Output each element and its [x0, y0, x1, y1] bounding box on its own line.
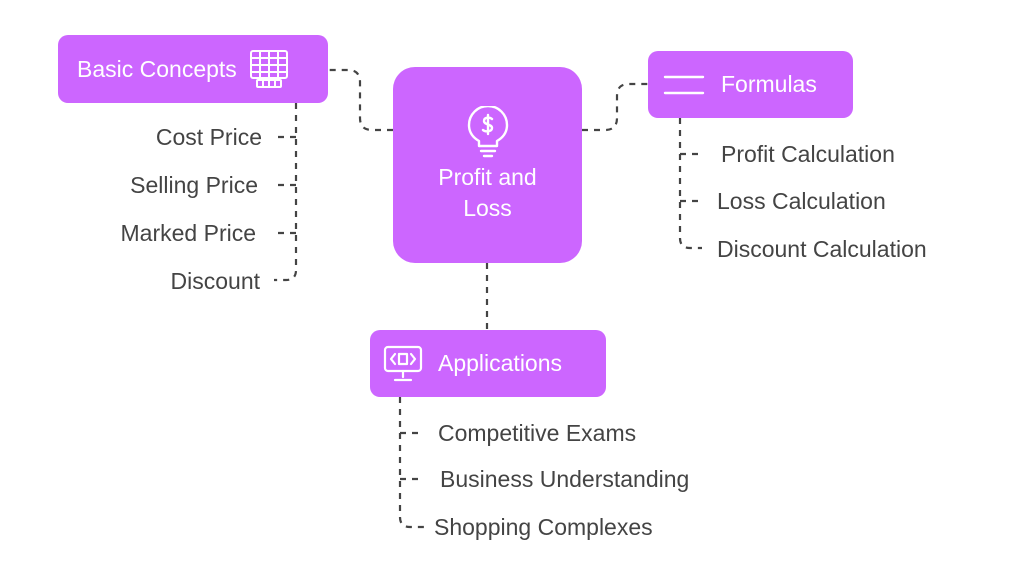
- dollar-lightbulb-icon: [463, 106, 513, 158]
- basic-concepts-node: Basic Concepts: [58, 35, 328, 103]
- applications-label: Applications: [438, 350, 563, 376]
- central-topic-node: Profit and Loss: [393, 67, 582, 263]
- leaf-marked-price: Marked Price: [120, 220, 256, 246]
- calculator-keypad-icon: [249, 49, 289, 89]
- leaf-selling-price: Selling Price: [130, 172, 258, 198]
- monitor-code-icon: [382, 344, 424, 384]
- applications-node: Applications: [370, 330, 606, 397]
- central-topic-label: Profit and Loss: [438, 164, 537, 221]
- leaf-cost-price: Cost Price: [155, 124, 262, 150]
- leaf-discount: Discount: [170, 268, 260, 294]
- leaf-profit-calculation: Profit Calculation: [721, 141, 895, 167]
- formulas-label: Formulas: [721, 71, 817, 97]
- leaf-business-understanding: Business Understanding: [440, 466, 690, 492]
- formulas-node: Formulas: [648, 51, 853, 118]
- basic-concepts-label: Basic Concepts: [77, 55, 237, 82]
- leaf-shopping-complexes: Shopping Complexes: [434, 514, 653, 540]
- leaf-competitive-exams: Competitive Exams: [438, 420, 637, 446]
- leaf-loss-calculation: Loss Calculation: [717, 188, 886, 214]
- leaf-discount-calculation: Discount Calculation: [717, 236, 927, 262]
- menu-lines-icon: [663, 73, 705, 97]
